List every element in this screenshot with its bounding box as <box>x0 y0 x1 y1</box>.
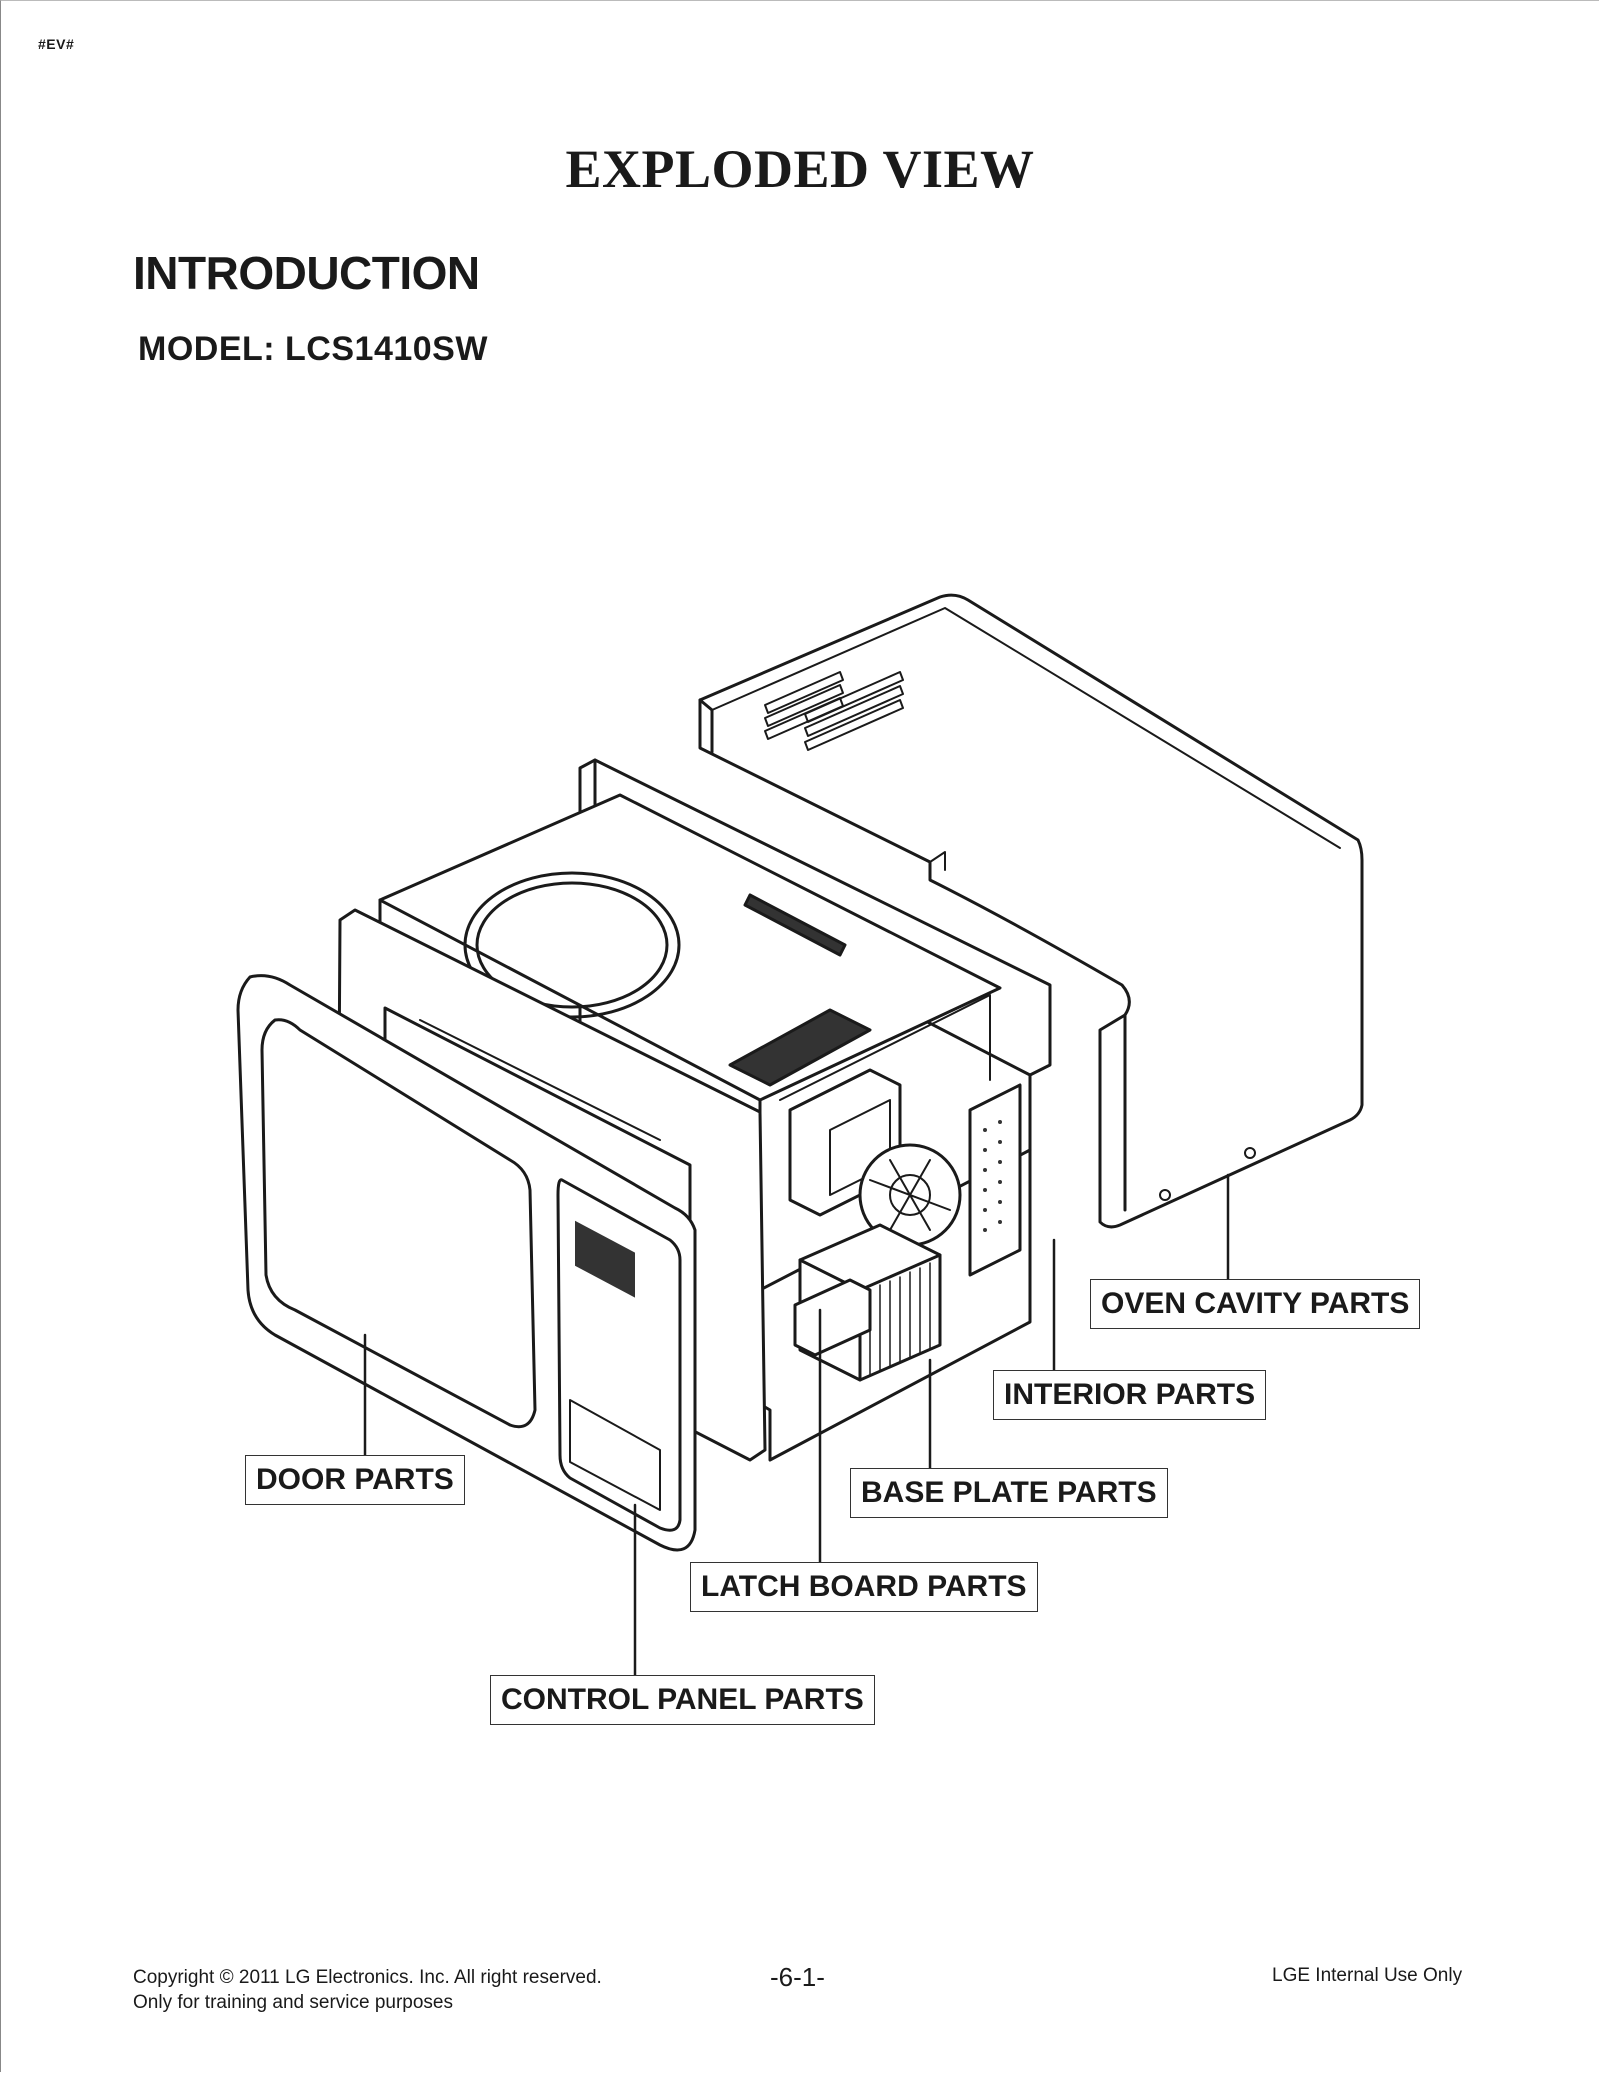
label-control-panel-parts: CONTROL PANEL PARTS <box>490 1675 875 1725</box>
outer-case <box>698 593 1364 1229</box>
door <box>236 974 697 1552</box>
label-latch-board-parts: LATCH BOARD PARTS <box>690 1562 1038 1612</box>
internal-use-note: LGE Internal Use Only <box>1272 1965 1463 1986</box>
footer-copyright: Copyright © 2011 LG Electronics. Inc. Al… <box>133 1965 602 2015</box>
label-base-plate-parts: BASE PLATE PARTS <box>850 1468 1168 1518</box>
label-interior-parts: INTERIOR PARTS <box>993 1370 1267 1420</box>
page-number: -6-1- <box>770 1962 825 1992</box>
leader-lines <box>363 1173 1230 1677</box>
section-heading: INTRODUCTION <box>133 247 480 299</box>
label-oven-cavity-parts: OVEN CAVITY PARTS <box>1090 1279 1421 1329</box>
model-heading: MODEL: LCS1410SW <box>138 330 488 368</box>
page-title: EXPLODED VIEW <box>565 139 1035 199</box>
training-note: Only for training and service purposes <box>133 1992 453 2013</box>
document-tag: #EV# <box>38 36 75 52</box>
label-door-parts: DOOR PARTS <box>245 1455 465 1505</box>
copyright-text: Copyright © 2011 LG Electronics. Inc. Al… <box>133 1967 602 1988</box>
